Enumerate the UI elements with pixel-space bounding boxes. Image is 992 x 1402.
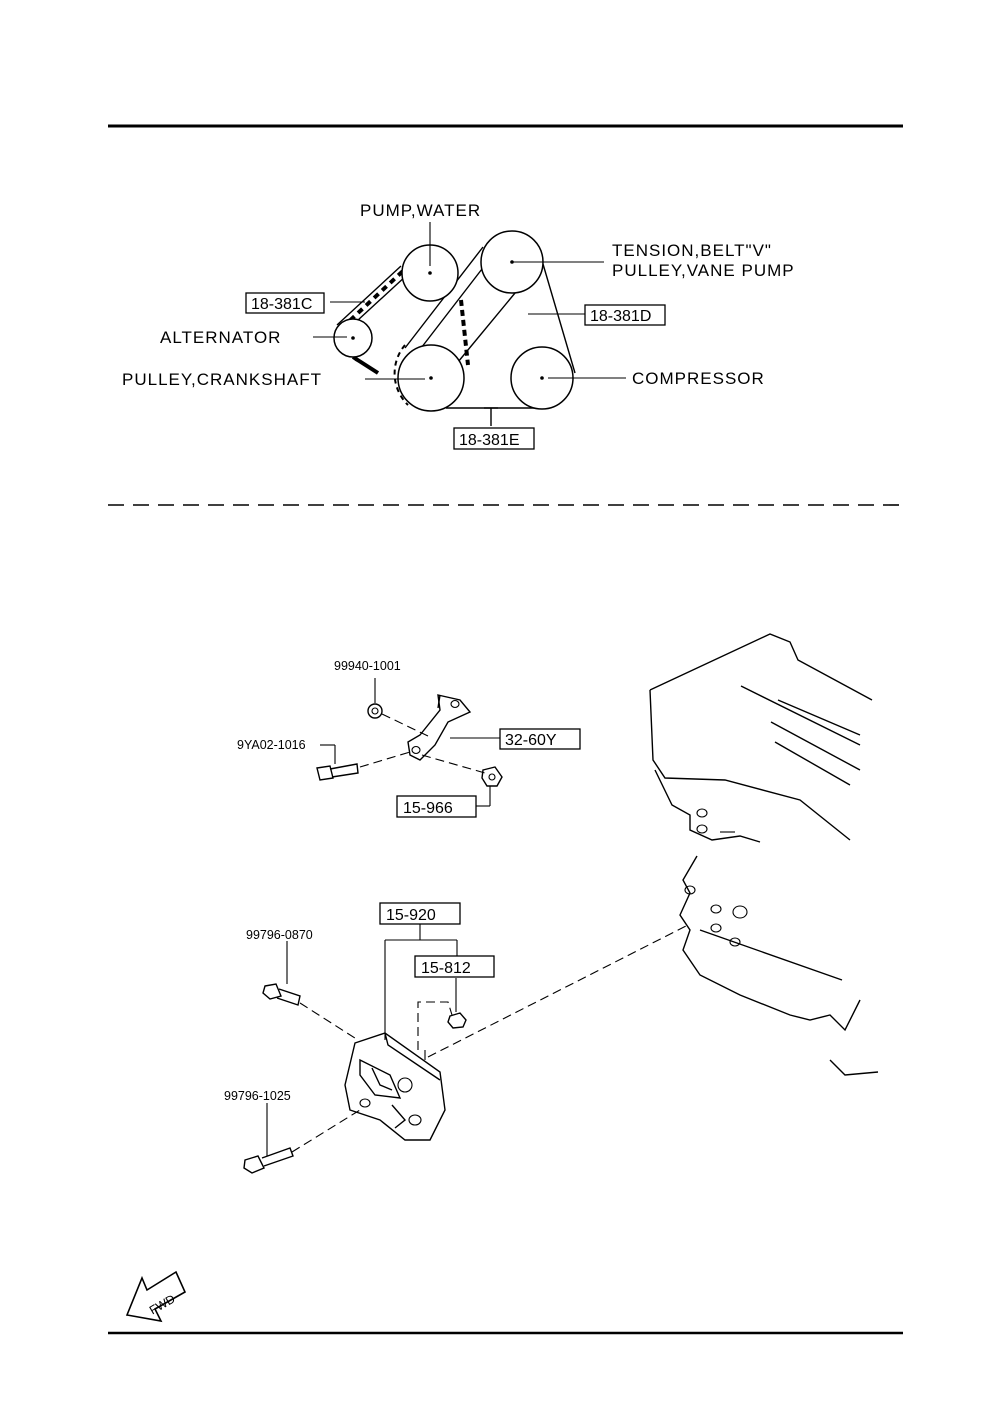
tensioner-assembly-15-920 bbox=[344, 1032, 446, 1141]
bolt-99796-0870 bbox=[262, 941, 301, 1006]
bolt-99796-1025 bbox=[243, 1103, 294, 1174]
svg-text:32-60Y: 32-60Y bbox=[505, 732, 557, 749]
engine-block bbox=[649, 633, 879, 1076]
svg-text:15-966: 15-966 bbox=[403, 800, 453, 817]
label-compressor: COMPRESSOR bbox=[632, 369, 765, 388]
bracket-32-60y bbox=[407, 694, 472, 761]
svg-text:15-812: 15-812 bbox=[421, 960, 471, 977]
part-box-32-60y: 32-60Y bbox=[499, 728, 581, 750]
label-pulley-vane-pump: PULLEY,VANE PUMP bbox=[612, 261, 795, 280]
label-99796-0870: 99796-0870 bbox=[246, 928, 313, 942]
part-box-15-920: 15-920 bbox=[379, 902, 461, 925]
nut-15-966 bbox=[476, 766, 503, 807]
svg-text:18-381C: 18-381C bbox=[251, 296, 312, 313]
label-99940-1001: 99940-1001 bbox=[334, 659, 401, 673]
part-box-15-812: 15-812 bbox=[414, 955, 495, 978]
belt-18-381e bbox=[446, 407, 540, 426]
bolt-99940-1001 bbox=[367, 678, 383, 719]
part-box-18-381d: 18-381D bbox=[584, 304, 666, 326]
svg-text:18-381D: 18-381D bbox=[590, 308, 651, 325]
part-box-18-381c: 18-381C bbox=[245, 292, 325, 314]
label-9ya02-1016: 9YA02-1016 bbox=[237, 738, 306, 752]
label-tension-belt: TENSION,BELT"V" bbox=[612, 241, 772, 260]
part-box-15-966: 15-966 bbox=[396, 795, 477, 818]
fwd-arrow-icon: FWD bbox=[125, 1270, 187, 1323]
label-99796-1025: 99796-1025 bbox=[224, 1089, 291, 1103]
bracket-assembly-diagram: 99940-1001 9YA02-1016 99796-0870 99796-1… bbox=[224, 633, 879, 1174]
label-pump-water: PUMP,WATER bbox=[360, 201, 481, 220]
label-pulley-crankshaft: PULLEY,CRANKSHAFT bbox=[122, 370, 322, 389]
belt-routing-diagram: PUMP,WATER TENSION,BELT"V" PULLEY,VANE P… bbox=[122, 201, 795, 450]
part-box-18-381e: 18-381E bbox=[453, 427, 535, 450]
label-alternator: ALTERNATOR bbox=[160, 328, 281, 347]
nut-15-812 bbox=[447, 978, 467, 1029]
svg-text:18-381E: 18-381E bbox=[459, 432, 520, 449]
svg-text:15-920: 15-920 bbox=[386, 907, 436, 924]
bolt-9ya02-1016 bbox=[316, 744, 359, 781]
crankshaft-belt-arc bbox=[393, 344, 409, 406]
